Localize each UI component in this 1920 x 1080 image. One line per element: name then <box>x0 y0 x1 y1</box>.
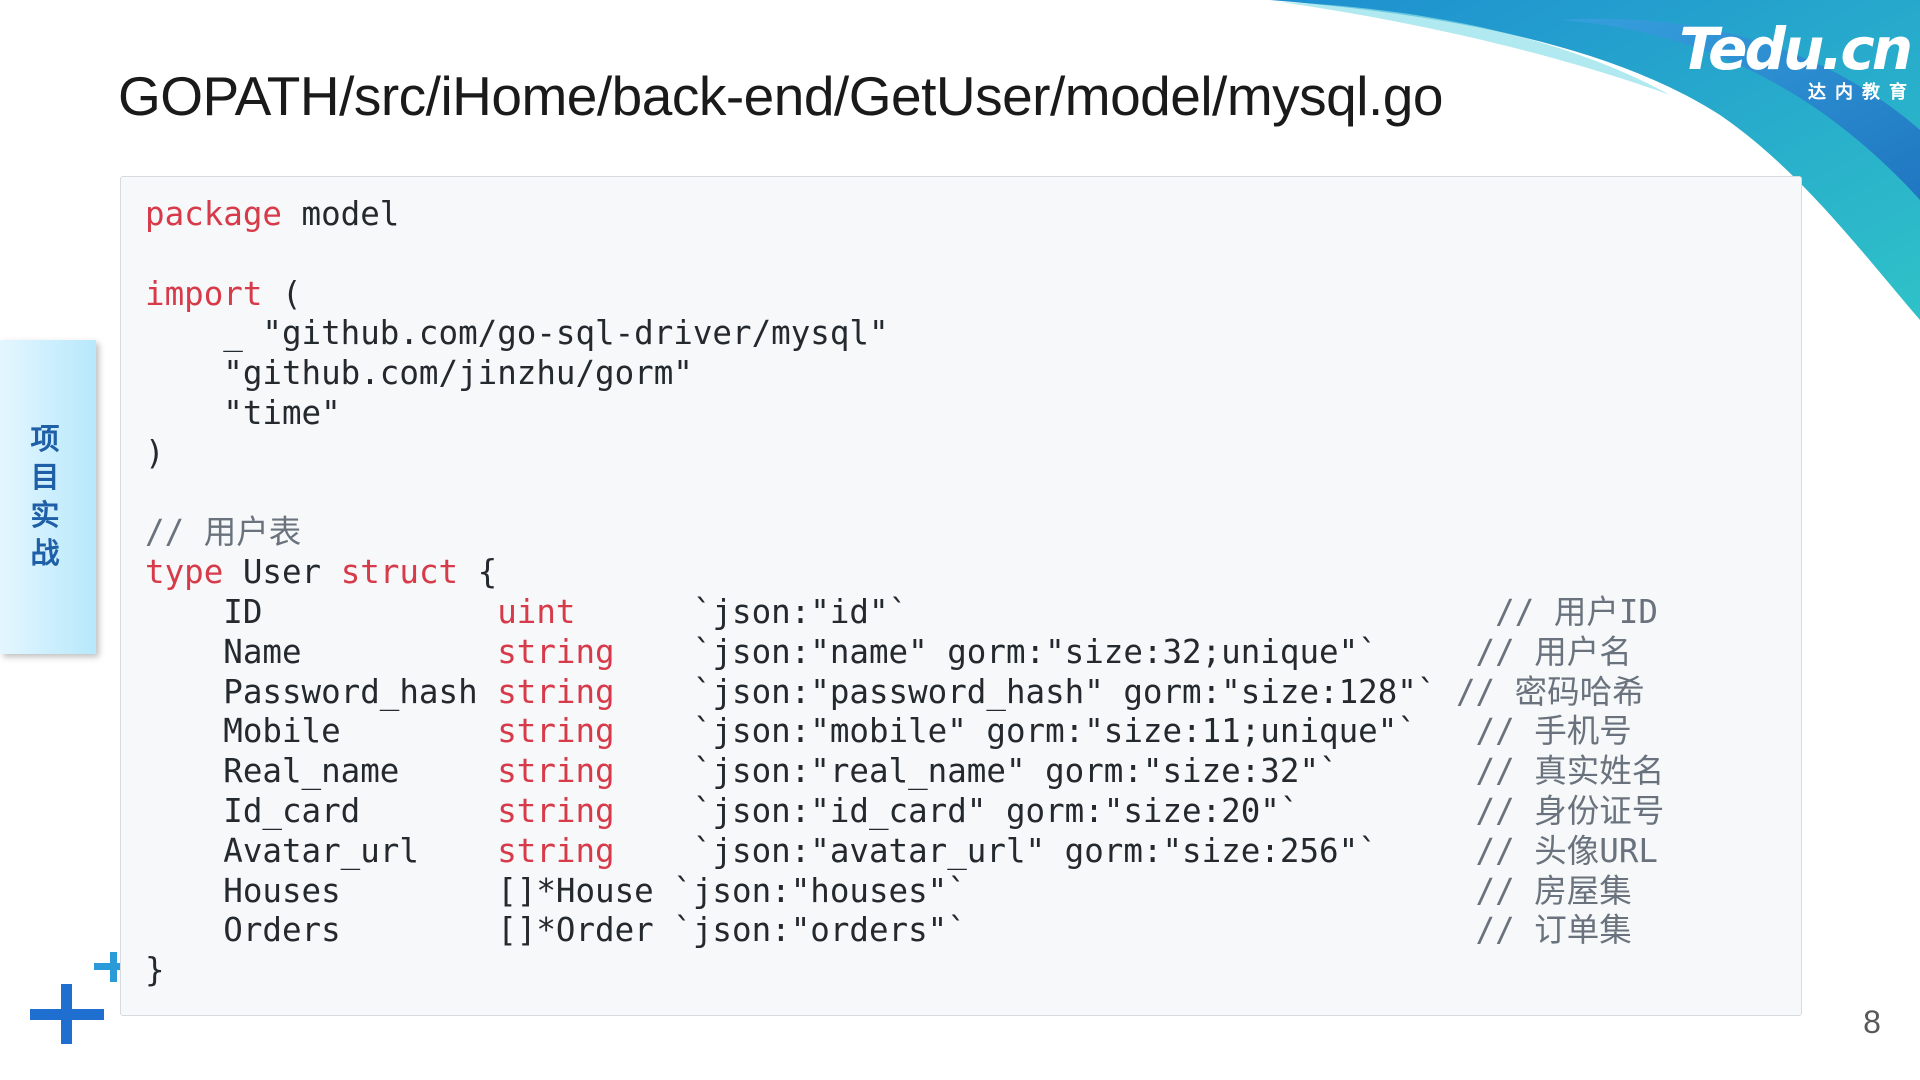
side-tab-label: 项目实战 <box>30 422 60 570</box>
code-comment: // 身份证号 <box>1475 791 1665 830</box>
code-line: Id_card string `json:"id_card" gorm:"siz… <box>145 792 1664 832</box>
page-number: 8 <box>1863 1004 1881 1040</box>
code-line: // 用户表 <box>145 513 1664 553</box>
code-text: `json:"id"` <box>673 592 1496 631</box>
code-text: Orders []*Order `json:"orders"` <box>145 911 1476 950</box>
code-text: Mobile <box>145 712 498 751</box>
code-keyword: string <box>497 791 674 830</box>
code-text: `json:"avatar_url" gorm:"size:256"` <box>673 831 1476 870</box>
code-text: "time" <box>145 393 341 432</box>
code-block: package model import ( _ "github.com/go-… <box>120 176 1802 1016</box>
code-line: Real_name string `json:"real_name" gorm:… <box>145 752 1664 792</box>
code-keyword: string <box>497 752 674 791</box>
slide-title: GOPATH/src/iHome/back-end/GetUser/model/… <box>118 65 1443 127</box>
code-comment: // 房屋集 <box>1475 871 1632 910</box>
code-text: Password_hash <box>145 672 498 711</box>
code-text: ( <box>262 274 302 313</box>
code-text: Id_card <box>145 791 498 830</box>
code-comment: // 用户ID <box>1495 592 1658 631</box>
code-text: Real_name <box>145 752 498 791</box>
code-line <box>145 474 1664 514</box>
code-line: "time" <box>145 394 1664 434</box>
code-text: { <box>458 553 498 592</box>
code-keyword: string <box>497 632 674 671</box>
code-line: ) <box>145 434 1664 474</box>
code-line: Avatar_url string `json:"avatar_url" gor… <box>145 832 1664 872</box>
code-text: ID <box>145 592 498 631</box>
small-plus-icon <box>94 952 120 982</box>
code-keyword: import <box>145 274 263 313</box>
code-comment: // 密码哈希 <box>1455 672 1645 711</box>
code-line: "github.com/jinzhu/gorm" <box>145 354 1664 394</box>
code-text: `json:"real_name" gorm:"size:32"` <box>673 752 1476 791</box>
logo-wordmark: Tedu.cn <box>1679 15 1913 83</box>
code-text: `json:"name" gorm:"size:32;unique"` <box>673 632 1476 671</box>
code-line: _ "github.com/go-sql-driver/mysql" <box>145 314 1664 354</box>
code-listing: package model import ( _ "github.com/go-… <box>145 195 1664 991</box>
code-comment: // 手机号 <box>1475 712 1632 751</box>
code-comment: // 订单集 <box>1475 911 1632 950</box>
code-keyword: package <box>145 195 282 233</box>
code-text: ) <box>145 433 165 472</box>
code-line: Name string `json:"name" gorm:"size:32;u… <box>145 633 1664 673</box>
logo-subtitle: 达内教育 <box>1808 82 1916 103</box>
code-comment: // 头像URL <box>1475 831 1658 870</box>
code-keyword: type <box>145 553 224 592</box>
code-comment: // 用户表 <box>145 513 302 552</box>
code-line: Houses []*House `json:"houses"` // 房屋集 <box>145 872 1664 912</box>
code-text: "github.com/jinzhu/gorm" <box>145 354 693 393</box>
code-line: package model <box>145 195 1664 235</box>
code-text: `json:"password_hash" gorm:"size:128"` <box>673 672 1456 711</box>
code-comment: // 用户名 <box>1475 632 1632 671</box>
code-line: ID uint `json:"id"` // 用户ID <box>145 593 1664 633</box>
tedu-logo: Tedu.cn 达内教育 <box>1630 15 1913 104</box>
code-keyword: string <box>497 712 674 751</box>
code-keyword: struct <box>340 553 459 592</box>
code-text: model <box>281 195 400 233</box>
side-tab: 项目实战 <box>0 340 96 654</box>
code-text: Name <box>145 632 498 671</box>
code-line <box>145 235 1664 275</box>
code-text: } <box>145 951 165 990</box>
code-line: Mobile string `json:"mobile" gorm:"size:… <box>145 712 1664 752</box>
code-text: `json:"id_card" gorm:"size:20"` <box>673 791 1476 830</box>
code-text: User <box>223 553 341 592</box>
code-line: type User struct { <box>145 553 1664 593</box>
code-keyword: uint <box>497 592 674 631</box>
code-text: `json:"mobile" gorm:"size:11;unique"` <box>673 712 1476 751</box>
code-line: } <box>145 951 1664 991</box>
plus-icon <box>30 984 104 1044</box>
code-line: Orders []*Order `json:"orders"` // 订单集 <box>145 911 1664 951</box>
code-text: Avatar_url <box>145 831 498 870</box>
code-keyword: string <box>497 672 674 711</box>
code-text: _ "github.com/go-sql-driver/mysql" <box>145 314 889 353</box>
code-line: import ( <box>145 275 1664 315</box>
code-comment: // 真实姓名 <box>1475 752 1665 791</box>
code-text: Houses []*House `json:"houses"` <box>145 871 1476 910</box>
code-keyword: string <box>497 831 674 870</box>
code-line: Password_hash string `json:"password_has… <box>145 673 1664 713</box>
